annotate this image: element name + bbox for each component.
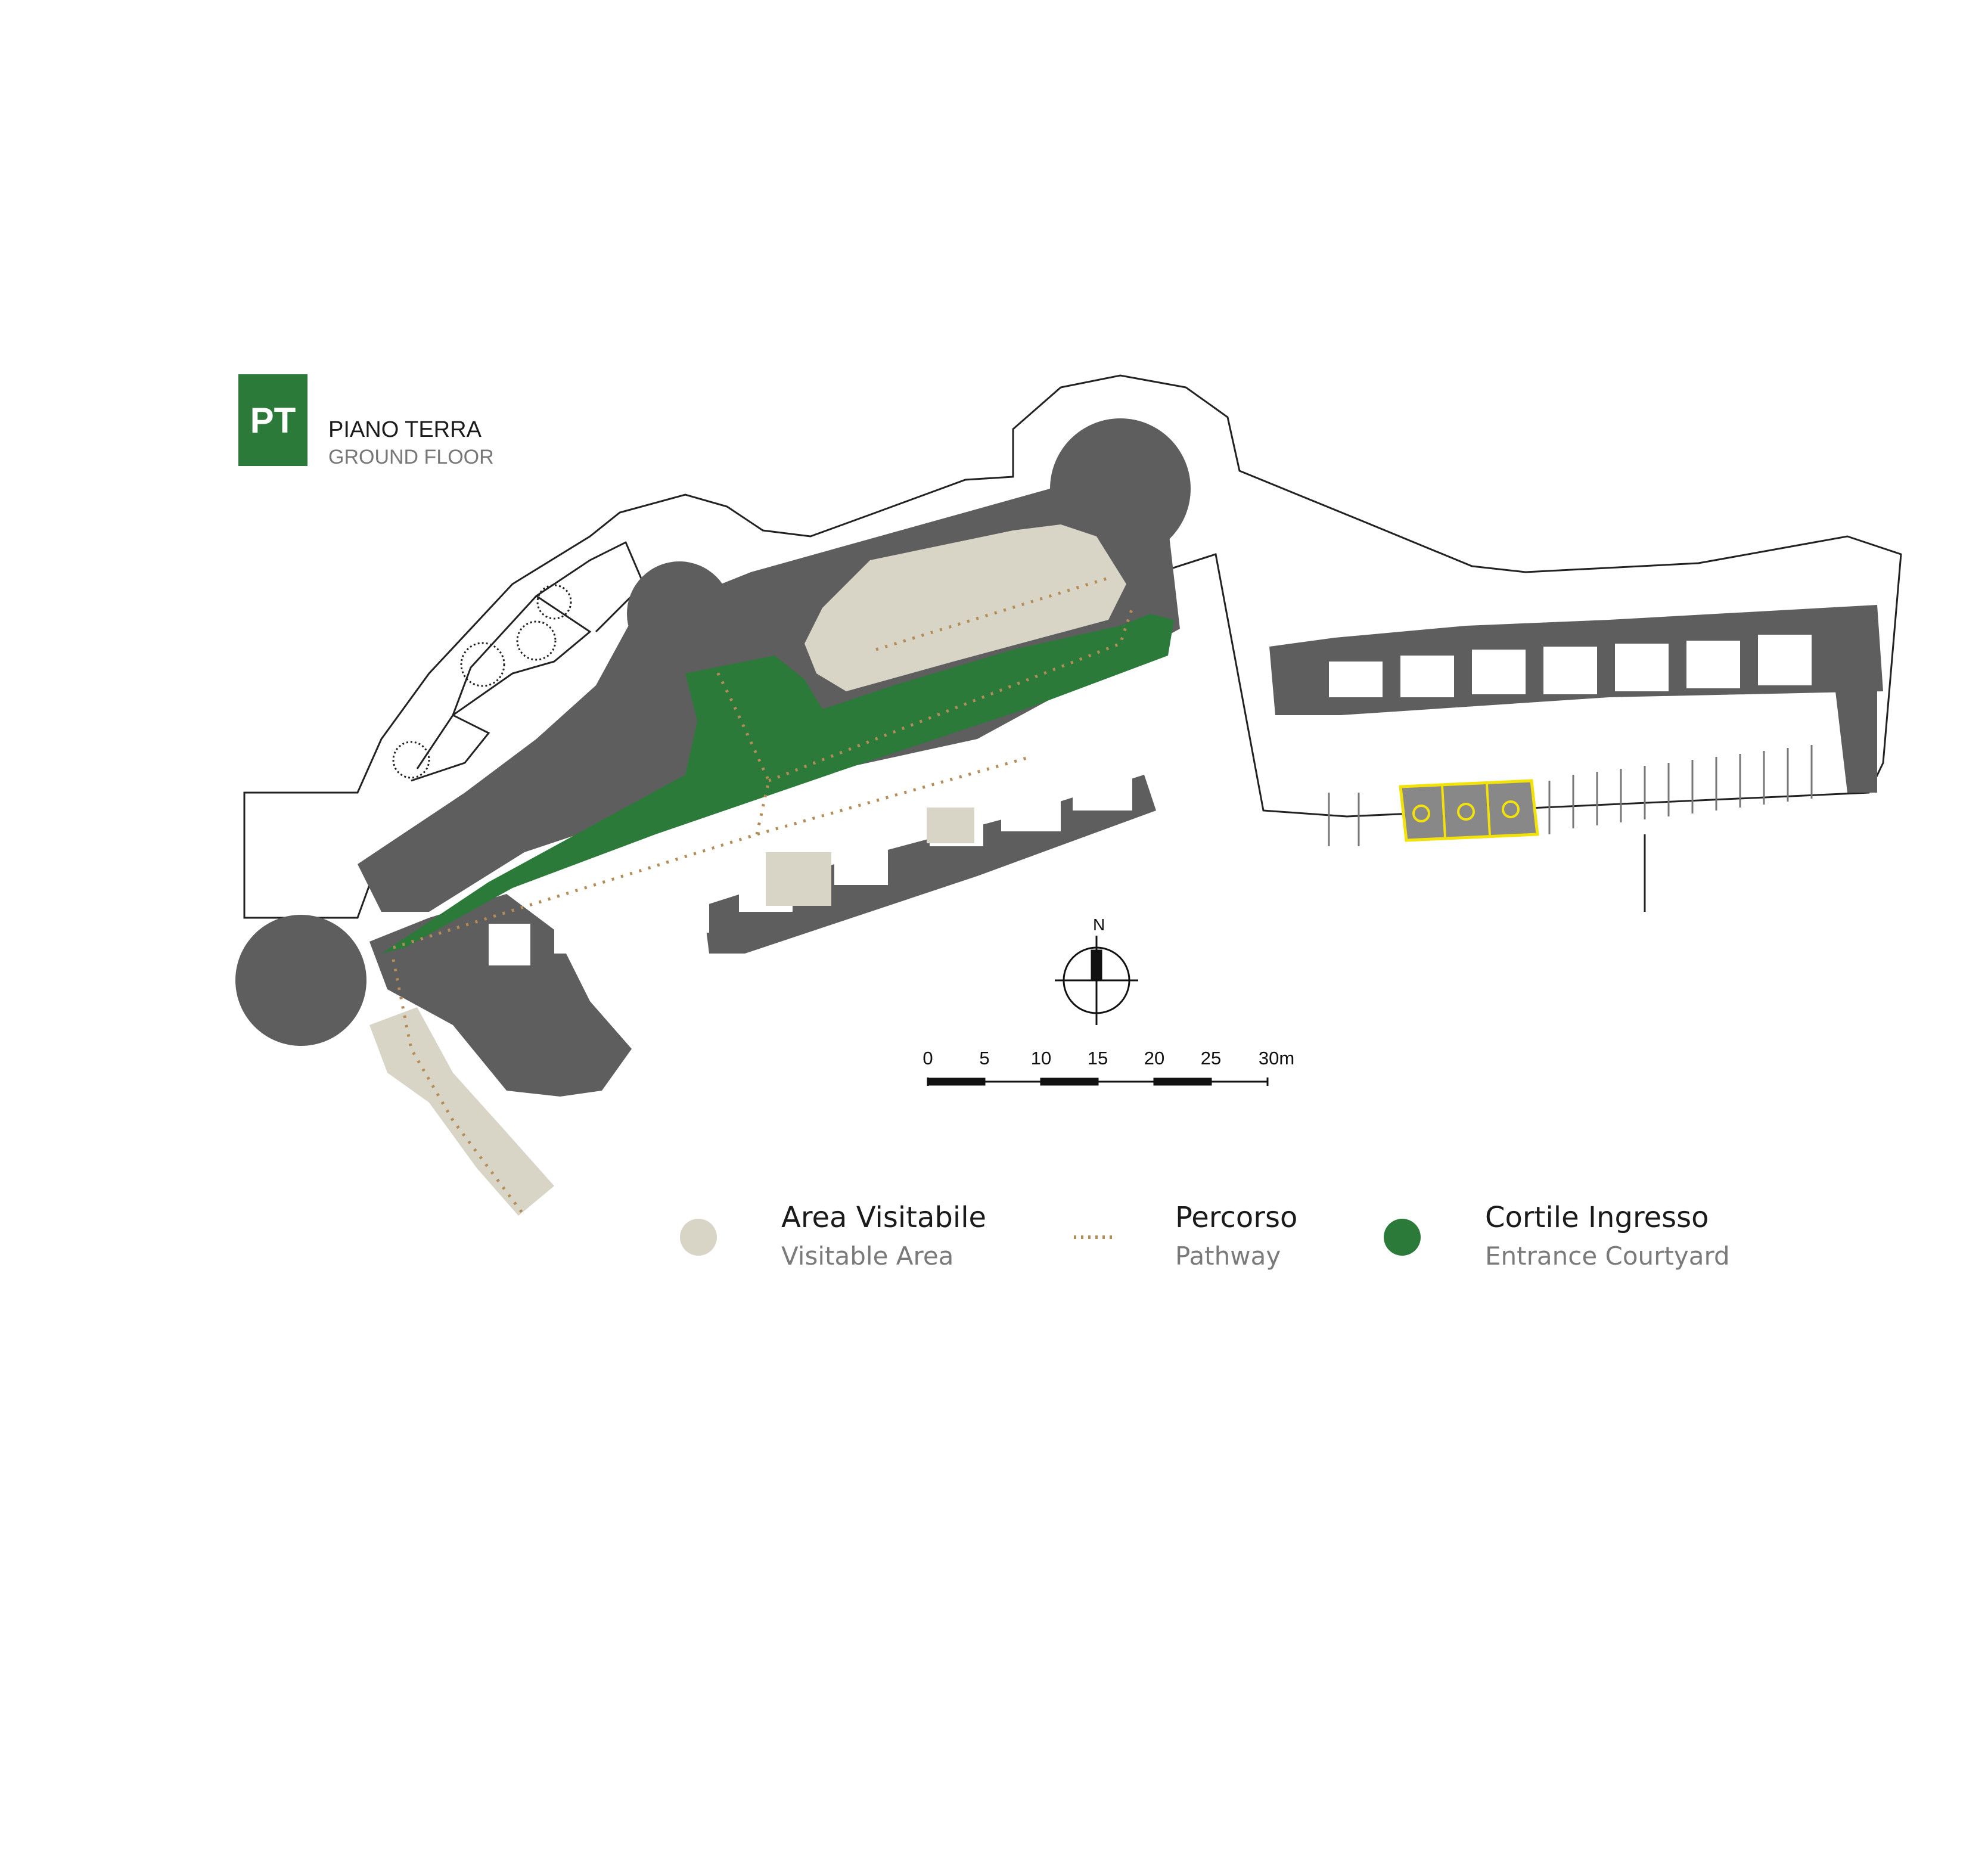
trees [392, 584, 572, 779]
north-label: N [1093, 915, 1105, 934]
legend-swatch-visitable [680, 1219, 717, 1256]
wheelchair-icon [1457, 803, 1475, 821]
tree-icon [536, 584, 572, 620]
scale-tick-label: 25 [1200, 1048, 1222, 1069]
floor-badge: PT [238, 374, 307, 466]
legend-sublabel-visitable: Visitable Area [781, 1241, 954, 1271]
building-walls [235, 418, 1883, 1097]
legend-label-visitable: Area Visitabile [781, 1201, 987, 1234]
legend-swatch-courtyard [1384, 1219, 1421, 1256]
visitable-area [369, 524, 1126, 1216]
scale-bar [927, 1077, 1269, 1086]
legend-label-courtyard: Cortile Ingresso [1485, 1201, 1709, 1234]
legend-sublabel-pathway: Pathway [1175, 1241, 1281, 1271]
scale-tick-label: 0 [922, 1048, 933, 1069]
wheelchair-icon [1412, 805, 1430, 822]
tree-icon [460, 642, 505, 687]
tree-icon [516, 620, 557, 661]
wheelchair-icon [1502, 800, 1520, 818]
floor-title: PIANO TERRA [328, 417, 482, 442]
scale-tick-label: 5 [979, 1048, 990, 1069]
legend-label-pathway: Percorso [1175, 1201, 1298, 1234]
garden-wall [411, 541, 645, 782]
scale-tick-label: 10 [1030, 1048, 1052, 1069]
scale-tick-label: 30m [1258, 1048, 1295, 1069]
tree-icon [392, 741, 430, 779]
parking-lot [1328, 745, 1813, 846]
scale-tick-label: 20 [1144, 1048, 1165, 1069]
entrance-courtyard[interactable] [381, 614, 1174, 954]
legend-sublabel-courtyard: Entrance Courtyard [1485, 1241, 1730, 1271]
accessible-parking-bays [1399, 779, 1539, 842]
pathway [392, 576, 1134, 1217]
floor-subtitle: GROUND FLOOR [328, 446, 494, 468]
north-arrow-icon [1055, 936, 1138, 1025]
scale-tick-label: 15 [1087, 1048, 1108, 1069]
